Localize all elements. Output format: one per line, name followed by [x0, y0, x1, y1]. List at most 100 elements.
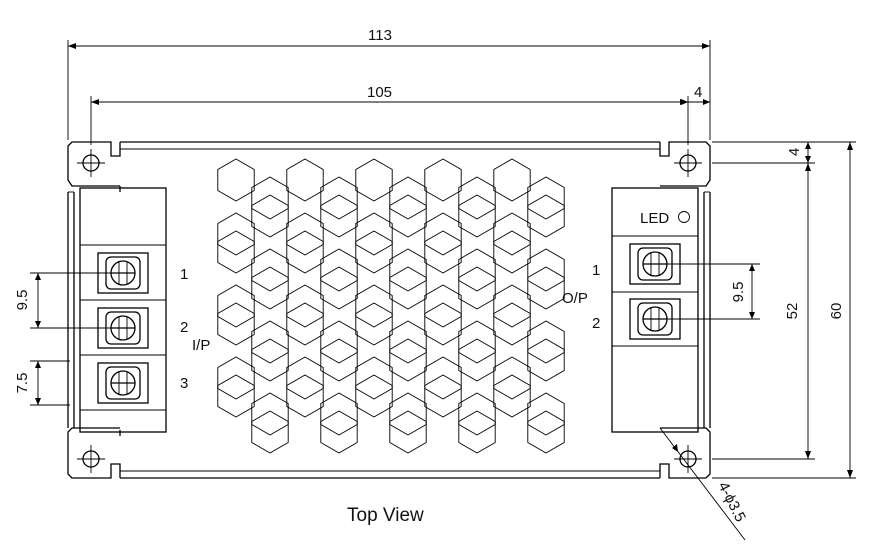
vent-hole — [355, 212, 393, 256]
vent-hole — [251, 248, 289, 292]
vent-hole — [355, 302, 393, 346]
vent-hole — [286, 284, 324, 328]
vent-hole — [458, 176, 496, 220]
output-pin-1: 1 — [592, 262, 600, 279]
vent-hole — [389, 176, 427, 220]
vent-hole — [458, 410, 496, 454]
led-indicator-icon — [678, 211, 690, 223]
input-pin-1: 1 — [180, 266, 188, 283]
vent-hole — [286, 212, 324, 256]
dim-output-pitch: 9.5 — [730, 282, 747, 303]
vent-hole — [458, 392, 496, 436]
vent-hole — [355, 284, 393, 328]
terminal-screw-icon — [97, 362, 149, 404]
dim-input-pitch: 9.5 — [14, 290, 31, 311]
dim-overall-width: 113 — [368, 27, 392, 44]
vent-hole — [389, 320, 427, 364]
dim-edge-offset-x: 4 — [694, 84, 702, 101]
vent-hole — [320, 320, 358, 364]
vent-hole — [458, 248, 496, 292]
vent-hole — [251, 338, 289, 382]
led-label: LED — [640, 210, 669, 227]
vent-hole — [286, 302, 324, 346]
mounting-hole-icon — [77, 149, 105, 177]
vent-hole — [217, 158, 255, 202]
vent-hole — [251, 320, 289, 364]
vent-hole — [493, 230, 531, 274]
vent-hole — [527, 320, 565, 364]
vent-hole — [217, 302, 255, 346]
vent-hole — [493, 356, 531, 400]
vent-hole — [458, 338, 496, 382]
vent-hole — [251, 266, 289, 310]
vent-hole — [458, 320, 496, 364]
vent-hole — [424, 374, 462, 418]
view-caption: Top View — [347, 505, 424, 526]
mounting-hole-icon — [674, 149, 702, 177]
vent-hole — [527, 176, 565, 220]
vent-hole — [217, 230, 255, 274]
vent-hole — [286, 230, 324, 274]
dim-edge-offset-y: 4 — [786, 148, 803, 156]
vent-hole — [424, 356, 462, 400]
vent-hole — [527, 392, 565, 436]
vent-hole — [527, 266, 565, 310]
vent-hole — [320, 194, 358, 238]
chassis-outline — [67, 141, 711, 479]
mounting-hole-icon — [77, 445, 105, 473]
vent-hole — [320, 410, 358, 454]
vent-hole — [389, 338, 427, 382]
vent-hole — [251, 392, 289, 436]
output-terminal-label: O/P — [562, 290, 588, 307]
vent-hole — [217, 212, 255, 256]
vent-hole — [286, 158, 324, 202]
vent-hole — [389, 392, 427, 436]
vent-hole — [527, 338, 565, 382]
honeycomb-vent — [217, 158, 565, 454]
vent-hole — [320, 176, 358, 220]
vent-hole — [527, 194, 565, 238]
vent-hole — [424, 212, 462, 256]
vent-hole — [320, 248, 358, 292]
vent-hole — [286, 374, 324, 418]
vent-hole — [493, 284, 531, 328]
dim-mounting-holes: 4-ϕ3.5 — [714, 479, 748, 525]
vent-hole — [251, 410, 289, 454]
vent-hole — [458, 194, 496, 238]
vent-hole — [389, 248, 427, 292]
vent-hole — [493, 302, 531, 346]
vent-hole — [424, 302, 462, 346]
vent-hole — [320, 392, 358, 436]
dim-input-edge-offset: 7.5 — [14, 373, 31, 394]
dim-hole-spacing-y: 52 — [784, 303, 801, 320]
vent-hole — [286, 356, 324, 400]
dim-overall-height: 60 — [828, 303, 845, 320]
vent-hole — [217, 284, 255, 328]
input-pin-3: 3 — [180, 375, 188, 392]
vent-hole — [320, 338, 358, 382]
vent-hole — [355, 374, 393, 418]
vent-hole — [493, 158, 531, 202]
vent-hole — [424, 284, 462, 328]
mounting-holes — [77, 149, 702, 473]
vent-hole — [493, 374, 531, 418]
vent-hole — [389, 410, 427, 454]
vent-hole — [355, 230, 393, 274]
vent-hole — [251, 194, 289, 238]
vent-hole — [320, 266, 358, 310]
input-terminal-label: I/P — [192, 337, 210, 354]
output-pin-2: 2 — [592, 315, 600, 332]
vent-hole — [458, 266, 496, 310]
output-terminal-block: LED — [611, 187, 699, 433]
vent-hole — [424, 158, 462, 202]
dim-hole-spacing-x: 105 — [367, 84, 392, 101]
vent-hole — [217, 374, 255, 418]
vent-hole — [251, 176, 289, 220]
vent-hole — [424, 230, 462, 274]
vent-hole — [527, 410, 565, 454]
input-terminal-block — [79, 187, 167, 433]
dimension-lines — [30, 40, 856, 541]
vent-hole — [355, 158, 393, 202]
vent-hole — [389, 266, 427, 310]
